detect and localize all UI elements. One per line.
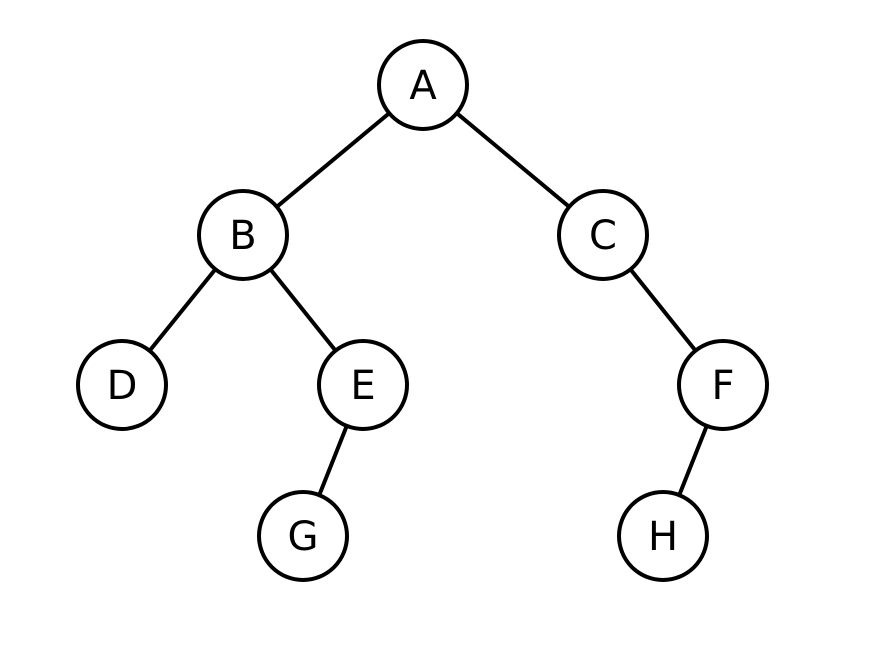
node-label: D (107, 363, 138, 409)
nodes-layer: A B C D E F G H (76, 39, 769, 582)
node-circle (317, 339, 409, 431)
tree-node-a: A (377, 39, 469, 131)
edge-b-e (268, 267, 338, 353)
node-circle (617, 490, 709, 582)
node-circle (257, 490, 349, 582)
node-circle (557, 189, 649, 281)
tree-node-c: C (557, 189, 649, 281)
tree-node-h: H (617, 490, 709, 582)
edges-layer (147, 111, 709, 498)
node-circle (76, 339, 168, 431)
tree-node-e: E (317, 339, 409, 431)
edge-c-f (628, 267, 698, 353)
node-label: A (409, 63, 437, 109)
node-label: E (350, 363, 375, 409)
node-circle (677, 339, 769, 431)
node-label: H (648, 514, 678, 560)
node-label: F (711, 363, 734, 409)
node-circle (377, 39, 469, 131)
tree-node-b: B (197, 189, 289, 281)
edge-e-g (317, 423, 349, 498)
node-label: B (229, 213, 256, 259)
edge-a-b (274, 111, 392, 209)
edge-f-h (677, 423, 709, 498)
node-label: G (288, 514, 319, 560)
node-circle (197, 189, 289, 281)
tree-node-f: F (677, 339, 769, 431)
node-label: C (589, 213, 617, 259)
tree-node-d: D (76, 339, 168, 431)
edge-b-d (147, 267, 218, 353)
tree-node-g: G (257, 490, 349, 582)
edge-a-c (454, 111, 572, 209)
